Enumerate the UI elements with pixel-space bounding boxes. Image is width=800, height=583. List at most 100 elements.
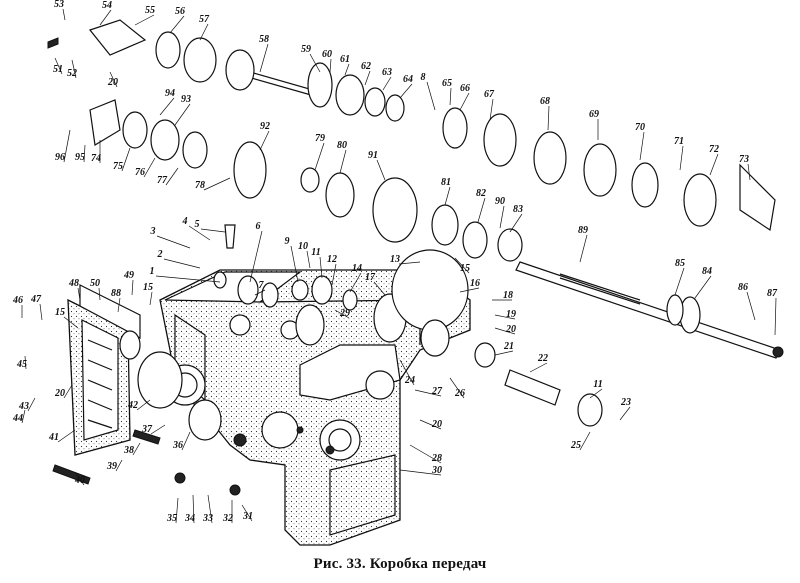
callout-label-23: 23	[620, 397, 631, 408]
callout-leader-33	[207, 494, 213, 524]
callout-label-25: 25	[570, 440, 581, 451]
callout-leader-31	[241, 504, 253, 522]
callout-label-48: 48	[68, 278, 79, 289]
callout-label-93: 93	[181, 94, 191, 105]
callout-leader-64	[399, 83, 413, 99]
gear-row-upper	[89, 99, 776, 246]
callout-leader-15b	[149, 291, 153, 306]
callout-leader-37	[150, 424, 166, 435]
callout-label-27: 27	[431, 386, 443, 397]
callout-leader-61	[344, 63, 350, 76]
callout-label-20d: 20	[107, 77, 118, 88]
figure-caption: Рис. 33. Коробка передач	[313, 556, 487, 572]
callout-leader-54	[99, 9, 112, 26]
callout-label-54: 54	[102, 0, 112, 11]
callout-label-46: 46	[12, 295, 23, 306]
callout-label-62: 62	[361, 61, 371, 72]
callout-leader-47	[39, 303, 43, 321]
callout-label-51: 51	[53, 64, 63, 75]
callout-label-84: 84	[702, 266, 712, 277]
callout-label-45: 45	[16, 359, 27, 370]
callout-leader-10	[306, 250, 311, 269]
callout-label-86: 86	[738, 282, 748, 293]
callout-label-67: 67	[484, 89, 495, 100]
callout-leader-11b	[589, 388, 603, 399]
callout-leader-63	[382, 76, 392, 91]
callout-leader-93	[174, 103, 191, 126]
callout-leader-84	[694, 275, 712, 299]
main-shaft	[515, 261, 784, 359]
callout-leader-53	[62, 8, 66, 21]
callout-label-65: 65	[442, 78, 452, 89]
callout-leader-20d	[109, 71, 118, 88]
callout-label-3: 3	[150, 226, 156, 237]
callout-label-90: 90	[495, 196, 505, 207]
callout-leader-59	[309, 53, 321, 73]
callout-leader-85	[674, 267, 685, 296]
callout-leader-86	[746, 291, 756, 321]
callout-leader-24	[399, 359, 415, 386]
callout-leader-68	[547, 105, 550, 131]
callout-leader-71	[679, 145, 684, 171]
callout-leader-20c	[63, 384, 73, 399]
callout-leader-35	[175, 497, 179, 524]
callout-label-91: 91	[368, 150, 378, 161]
callout-leader-83	[509, 213, 523, 233]
callout-leader-89	[579, 234, 588, 263]
callout-leader-26	[449, 377, 465, 399]
callout-label-55: 55	[145, 5, 155, 16]
callout-label-72: 72	[709, 144, 719, 155]
callout-leader-9	[290, 245, 299, 283]
callout-label-82: 82	[476, 188, 486, 199]
callout-label-31: 31	[242, 511, 253, 522]
callout-leader-56	[169, 15, 185, 34]
callout-label-29: 29	[339, 308, 350, 319]
callout-label-52: 52	[67, 68, 77, 79]
callout-leader-50	[98, 287, 101, 301]
callout-label-61: 61	[340, 54, 350, 65]
callout-label-15b: 15	[143, 282, 153, 293]
callout-leader-1	[155, 275, 221, 283]
callout-label-88: 88	[111, 288, 121, 299]
callout-leader-30	[399, 469, 442, 476]
callout-label-26: 26	[454, 388, 465, 399]
callout-label-77: 77	[157, 175, 168, 186]
callout-label-4: 4	[182, 216, 188, 227]
callout-label-57: 57	[199, 14, 210, 25]
callout-leader-92	[259, 130, 270, 151]
callout-label-13: 13	[390, 254, 400, 265]
callout-leader-82	[477, 197, 486, 223]
callout-leader-57	[199, 23, 209, 41]
callout-leader-7	[254, 289, 266, 296]
callout-label-2: 2	[157, 249, 163, 260]
callout-leader-21	[494, 350, 514, 356]
callout-label-96: 96	[55, 152, 65, 163]
callout-label-8: 8	[421, 72, 426, 83]
callout-leader-49	[131, 279, 134, 296]
upper-shaft	[47, 19, 405, 122]
callout-leader-75	[121, 147, 131, 172]
callout-label-37: 37	[141, 424, 153, 435]
callout-leader-40	[74, 471, 85, 486]
callout-label-7: 7	[259, 280, 265, 291]
callout-label-35: 35	[166, 513, 177, 524]
callout-label-85: 85	[675, 258, 685, 269]
callout-leader-79	[314, 142, 325, 171]
callout-leader-66	[459, 92, 470, 111]
callout-label-76: 76	[135, 167, 145, 178]
callout-label-43: 43	[18, 401, 29, 412]
callout-leader-34	[192, 494, 195, 524]
callout-leader-48	[77, 287, 81, 301]
callout-leader-15	[454, 257, 470, 274]
callout-leader-5	[200, 228, 226, 233]
callout-label-47: 47	[30, 294, 42, 305]
callout-leader-22	[529, 362, 548, 373]
callout-leader-88	[117, 297, 121, 313]
callout-leader-41	[57, 429, 76, 443]
callout-leader-81	[444, 186, 451, 206]
callout-label-41: 41	[48, 432, 59, 443]
callout-leader-76	[143, 157, 156, 178]
gear-row-middle	[52, 221, 603, 496]
callout-leader-16	[459, 287, 480, 293]
